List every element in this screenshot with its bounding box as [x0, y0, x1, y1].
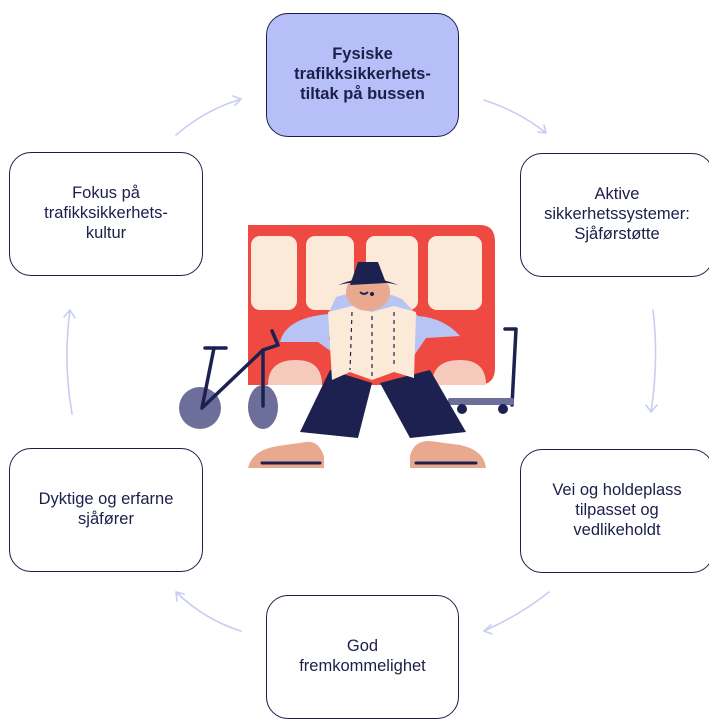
arrowhead-right-top-to-right-bottom	[645, 404, 658, 413]
arrowhead-right-bottom-to-bottom	[483, 624, 493, 635]
step-node-physical-safety-measures: Fysiske trafikksikkerhets- tiltak på bus…	[266, 13, 459, 137]
arrowhead-top-to-right-top	[537, 124, 547, 134]
arrow-left-bottom-to-left-top	[66, 309, 73, 415]
arrow-right-top-to-right-bottom	[650, 309, 657, 413]
arrowhead-bottom-to-left-bottom	[175, 591, 185, 602]
step-node-road-and-stops: Vei og holdeplass tilpasset og vedlikeho…	[520, 449, 709, 573]
arrow-top-to-right-top	[483, 99, 547, 134]
step-node-safety-culture: Fokus på trafikksikkerhets- kultur	[9, 152, 203, 276]
step-node-good-accessibility: God fremkommelighet	[266, 595, 459, 719]
arrow-right-bottom-to-bottom	[483, 591, 550, 632]
arrowhead-left-top-to-top	[232, 95, 242, 106]
arrow-left-top-to-top	[175, 98, 242, 136]
person-icon	[248, 262, 486, 468]
step-node-active-safety-systems: Aktive sikkerhetssystemer: Sjåførstøtte	[520, 153, 709, 277]
step-node-skilled-drivers: Dyktige og erfarne sjåfører	[9, 448, 203, 572]
bicycle-icon	[179, 329, 280, 429]
arrowhead-left-bottom-to-left-top	[63, 309, 76, 319]
arrow-bottom-to-left-bottom	[175, 591, 242, 632]
luggage-trolley-icon	[448, 327, 518, 414]
